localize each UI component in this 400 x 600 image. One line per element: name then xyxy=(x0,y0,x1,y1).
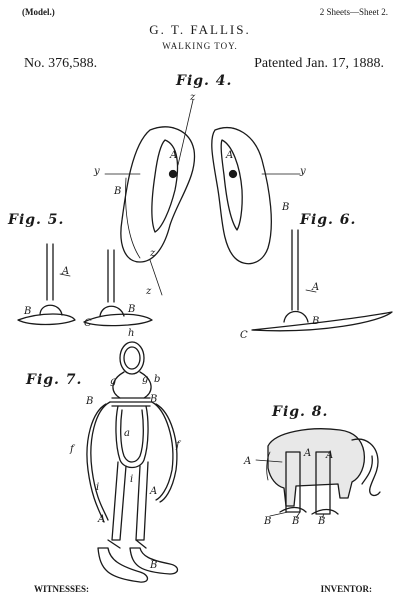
fig4-label-b-left: B xyxy=(114,186,122,197)
fig8-label-b-3: B xyxy=(318,516,326,527)
fig4-label-y-left: y xyxy=(94,166,100,177)
fig5-label-a: A xyxy=(62,266,70,277)
patent-number: No. 376,588. xyxy=(24,56,98,71)
fig5-label-b-right: B xyxy=(128,304,136,315)
fig7-label-f-left: f xyxy=(70,444,74,455)
fig4-label-b-right: B xyxy=(282,202,290,213)
witnesses-label: WITNESSES: xyxy=(34,584,90,594)
inventor-name: G. T. FALLIS. xyxy=(149,22,251,37)
fig6-caption: Fig. 6. xyxy=(300,212,357,228)
fig8-label-a-right: A xyxy=(326,450,334,461)
fig8-label-b-1: B xyxy=(264,516,272,527)
fig5-drawing xyxy=(17,243,153,327)
sheet-count: 2 Sheets—Sheet 2. xyxy=(319,7,388,17)
fig7-label-i-right: i xyxy=(130,474,134,485)
fig7-label-b-foot: B xyxy=(150,560,158,571)
fig5-caption: Fig. 5. xyxy=(8,212,65,228)
fig8-label-b-2: B xyxy=(292,516,300,527)
fig5-label-b-left: B xyxy=(24,306,32,317)
fig4-label-z-bottom: z xyxy=(146,286,152,297)
fig5-label-c: C xyxy=(84,318,92,329)
fig7-label-g-left: g xyxy=(110,376,117,387)
fig6-drawing xyxy=(251,229,393,332)
patent-date: Patented Jan. 17, 1888. xyxy=(254,56,384,71)
fig7-label-a: a xyxy=(124,428,130,439)
fig7-label-f-right: f xyxy=(176,440,180,451)
fig6-label-c: C xyxy=(240,330,248,341)
fig4-label-z-mid: z xyxy=(150,248,156,259)
fig6-label-a: A xyxy=(312,282,320,293)
fig4-caption: Fig. 4. xyxy=(176,73,233,89)
fig6-label-b: B xyxy=(312,316,320,327)
fig7-label-b-left: B xyxy=(86,396,94,407)
fig4-label-a-left: A xyxy=(170,150,178,161)
fig7-wire-figure xyxy=(86,341,179,583)
fig4-label-z-top: z xyxy=(190,92,196,103)
fig8-label-a-mid: A xyxy=(304,448,312,459)
fig7-label-b-right: B xyxy=(150,394,158,405)
fig7-label-a-left: A xyxy=(98,514,106,525)
fig8-label-a-left: A xyxy=(244,456,252,467)
fig4-left-plate xyxy=(120,126,196,263)
fig7-label-i-left: i xyxy=(96,482,100,493)
fig7-caption: Fig. 7. xyxy=(26,372,83,388)
inventor-label: INVENTOR: xyxy=(320,584,372,594)
fig4-label-y-right: y xyxy=(300,166,306,177)
fig7-label-b: b xyxy=(154,374,161,385)
fig7-label-a-right: A xyxy=(150,486,158,497)
model-note: (Model.) xyxy=(22,7,55,17)
fig7-label-h: h xyxy=(128,328,135,339)
fig4-label-a-right: A xyxy=(226,150,234,161)
fig7-label-g-right: g xyxy=(142,374,149,385)
patent-title: WALKING TOY. xyxy=(162,41,238,51)
fig8-elephant xyxy=(255,428,381,515)
fig8-caption: Fig. 8. xyxy=(272,404,329,420)
fig4-right-plate xyxy=(211,127,272,265)
